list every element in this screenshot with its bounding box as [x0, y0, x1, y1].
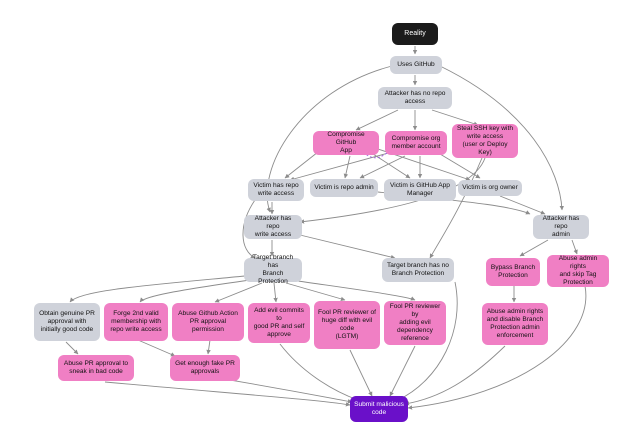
edge-ssh-nobp: [429, 157, 483, 259]
edge-norepo-app: [355, 109, 399, 131]
edge-evil-submit: [279, 343, 359, 401]
node-submit-malicious-code: Submit malicious code: [350, 396, 408, 422]
edge-skip-submit: [407, 285, 587, 410]
node-no-repo-access: Attacker has no repo access: [378, 87, 452, 109]
node-abuse-admin-disable-bp: Abuse admin rights and disable Branch Pr…: [482, 303, 548, 345]
node-fool-reviewer-dependency: Fool PR reviewer by adding evil dependen…: [384, 301, 446, 345]
node-target-no-branch-protection: Target branch has no Branch Protection: [382, 258, 454, 282]
edge-org-victimadmin: [359, 155, 406, 179]
edge-bp-forge: [139, 279, 251, 303]
edge-victimwrite-bp-left: [242, 199, 256, 259]
node-victim-app-manager: Victim is GitHub App Manager: [384, 179, 456, 201]
edge-forge-fake: [137, 339, 176, 357]
edge-attackeradmin-skip: [571, 239, 578, 255]
node-get-fake-pr-approvals: Get enough fake PR approvals: [170, 355, 240, 381]
edge-bp-action: [214, 282, 263, 303]
node-steal-ssh-key: Steal SSH key with write access (user or…: [452, 124, 518, 158]
edge-obtain-sneak: [65, 341, 79, 355]
edge-attackerwrite-nobp: [299, 234, 396, 260]
edge-org-victimwrite: [289, 151, 393, 182]
node-add-evil-commits: Add evil commits to good PR and self app…: [248, 303, 310, 343]
node-victim-repo-admin: Victim is repo admin: [310, 179, 378, 197]
node-bypass-branch-protection: Bypass Branch Protection: [486, 258, 540, 286]
edge-bp-evil: [273, 282, 278, 303]
node-victim-write-access: Victim has repo write access: [248, 179, 304, 201]
node-forge-second-membership: Forge 2nd valid membership with repo wri…: [104, 303, 168, 341]
edge-dep-submit: [389, 345, 416, 397]
node-victim-org-owner: Victim is org owner: [458, 180, 522, 196]
edge-norepo-ssh: [431, 109, 479, 126]
edge-bp-dep: [297, 280, 416, 301]
node-abuse-github-action: Abuse Github Action PR approval permissi…: [172, 303, 244, 341]
node-attacker-repo-admin: Attacker has repo admin: [533, 215, 589, 239]
edge-action-fake: [206, 339, 211, 355]
edge-usesgithub-attackeradmin: [439, 65, 565, 211]
node-abuse-pr-approval-sneak: Abuse PR approval to sneak in bad code: [58, 355, 134, 381]
edge-app-dotted: [359, 149, 389, 159]
edge-app-victimwrite: [284, 151, 319, 179]
node-compromise-github-app: Compromise GitHub App: [313, 131, 379, 155]
edge-sneak-submit: [104, 381, 351, 407]
edge-victimowner-attackeradmin: [499, 195, 546, 215]
edge-bp-obtain: [69, 275, 246, 303]
node-target-branch-protection: Target branch has Branch Protection: [244, 254, 302, 285]
node-attacker-write-access: Attacker has repo write access: [244, 215, 302, 239]
edge-app-victimmgr: [369, 151, 411, 179]
edge-app-victimadmin: [343, 155, 351, 179]
edge-bp-huge: [285, 282, 346, 302]
edge-huge-submit: [349, 349, 373, 397]
node-reality: Reality: [392, 23, 438, 45]
node-obtain-genuine-approval: Obtain genuine PR approval with initiall…: [34, 303, 100, 341]
node-abuse-admin-skip-tag: Abuse admin rights and skip Tag Protecti…: [547, 255, 609, 287]
edge-disable-submit: [404, 345, 506, 406]
edge-fake-submit: [229, 379, 353, 404]
edge-nobp-submit: [397, 281, 458, 401]
node-fool-reviewer-huge-diff: Fool PR reviewer of huge diff with evil …: [314, 301, 380, 349]
edge-attackeradmin-bypass: [519, 239, 549, 257]
node-compromise-org-member: Compromise org member account: [385, 131, 447, 155]
node-uses-github: Uses GitHub: [390, 56, 442, 74]
